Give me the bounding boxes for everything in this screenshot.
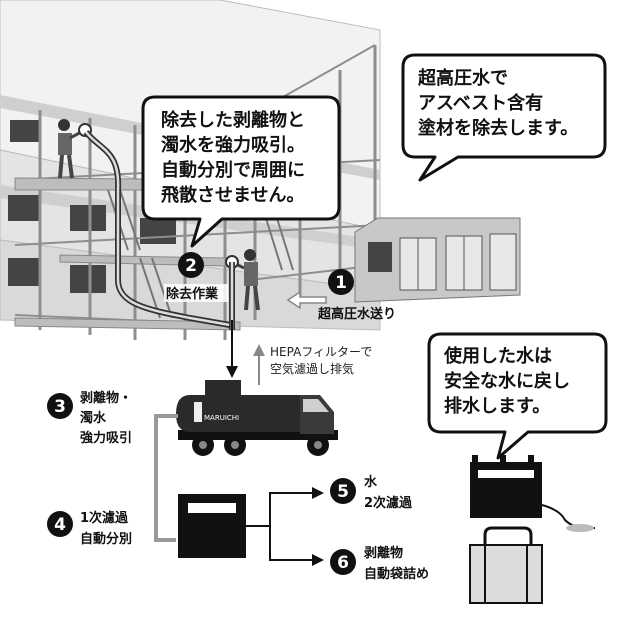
step-6: 6 剥離物 自動袋詰め bbox=[330, 545, 429, 582]
arrow-to-step-6 bbox=[312, 554, 324, 566]
step-4-number: 4 bbox=[54, 515, 66, 535]
high-pressure-pump-unit bbox=[354, 217, 521, 303]
step-5-line-1: 水 bbox=[364, 474, 378, 490]
step-4-line-2: 自動分別 bbox=[80, 531, 132, 547]
bubble-right-line-2: アスベスト含有 bbox=[418, 92, 543, 114]
step-5-number: 5 bbox=[337, 482, 349, 502]
step-6-number: 6 bbox=[337, 553, 349, 573]
suction-hose bbox=[83, 130, 235, 330]
step-2-number-badge bbox=[178, 252, 204, 278]
step-3-number: 3 bbox=[54, 397, 66, 417]
step-6-line-2: 自動袋詰め bbox=[364, 566, 429, 582]
step-6-line-1: 剥離物 bbox=[364, 545, 403, 561]
bubble-left-line-3: 自動分別で周囲に bbox=[161, 159, 305, 181]
hepa-note-line-2: 空気濾過し排気 bbox=[270, 361, 354, 376]
bubble-right-line-1: 超高圧水で bbox=[418, 67, 508, 89]
step-5-number-badge bbox=[330, 478, 356, 504]
step-1-number: 1 bbox=[335, 273, 347, 293]
step-2-label: 除去作業 bbox=[166, 286, 219, 302]
step-2: 2 除去作業 bbox=[164, 252, 228, 302]
step-5-line-2: 2次濾過 bbox=[364, 495, 413, 511]
branch-arrows bbox=[246, 492, 318, 561]
waste-bag bbox=[469, 526, 543, 604]
vacuum-truck: MARUICHI bbox=[176, 380, 338, 456]
bubble-bottom-line-2: 安全な水に戻し bbox=[444, 370, 570, 392]
bubble-bottom-line-1: 使用した水は bbox=[443, 345, 552, 367]
step-4-number-badge bbox=[47, 511, 73, 537]
step-3-line-2: 濁水 bbox=[80, 410, 107, 426]
step-2-number: 2 bbox=[185, 256, 197, 276]
step-3-line-3: 強力吸引 bbox=[80, 430, 132, 446]
transfer-pipe bbox=[154, 414, 178, 542]
bubble-right-line-3: 塗材を除去します。 bbox=[418, 117, 578, 139]
step-4: 4 1次濾過 自動分別 bbox=[47, 510, 132, 547]
scaffold-ladders bbox=[107, 189, 294, 319]
truck-logo: MARUICHI bbox=[204, 414, 239, 422]
bubble-left-line-2: 濁水を強力吸引。 bbox=[161, 134, 305, 156]
arrow-to-step-5 bbox=[312, 487, 324, 499]
bubble-left-line-1: 除去した剥離物と bbox=[161, 109, 305, 131]
bubble-bottom: 使用した水は 安全な水に戻し 排水します。 bbox=[427, 332, 608, 460]
step-5: 5 水 2次濾過 bbox=[330, 474, 413, 511]
bubble-right: 超高圧水で アスベスト含有 塗材を除去します。 bbox=[401, 53, 607, 182]
suction-flow-arrow bbox=[226, 320, 238, 378]
secondary-filter-tank bbox=[470, 455, 596, 532]
step-3-line-1: 剥離物・ bbox=[80, 390, 132, 406]
step-4-line-1: 1次濾過 bbox=[80, 510, 129, 526]
step-1: 1 超高圧水送り bbox=[318, 269, 396, 322]
step-3: 3 剥離物・ 濁水 強力吸引 bbox=[47, 390, 132, 446]
step-1-number-badge bbox=[328, 269, 354, 295]
step-3-number-badge bbox=[47, 393, 73, 419]
step-1-arrow bbox=[286, 290, 327, 310]
hepa-note-line-1: HEPAフィルターで bbox=[270, 345, 372, 359]
bubble-bottom-line-3: 排水します。 bbox=[444, 395, 550, 417]
primary-filter-unit bbox=[178, 494, 246, 558]
building-windows bbox=[8, 120, 176, 293]
bubble-left-line-4: 飛散させません。 bbox=[161, 184, 304, 206]
step-1-label: 超高圧水送り bbox=[318, 306, 396, 322]
bubble-left: 除去した剥離物と 濁水を強力吸引。 自動分別で周囲に 飛散させません。 bbox=[141, 95, 341, 248]
hepa-exhaust: HEPAフィルターで 空気濾過し排気 bbox=[253, 344, 372, 385]
step-6-number-badge bbox=[330, 549, 356, 575]
